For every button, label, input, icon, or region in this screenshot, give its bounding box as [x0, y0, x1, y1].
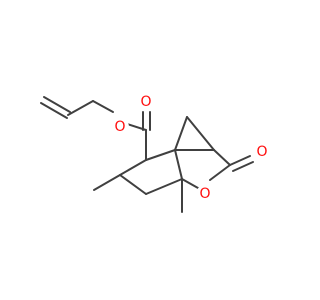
bond-ring-e: [174, 149, 183, 180]
bond-ring-oxygen-a: [181, 178, 199, 189]
bond-ring-b: [145, 149, 176, 161]
bond-vinyl-double-a: [40, 102, 68, 119]
ester-carbonyl-oxygen: O: [137, 93, 155, 111]
ester-ether-oxygen-label: O: [114, 119, 125, 135]
atom-layer: O O O O: [111, 93, 271, 203]
lactone-carbonyl-oxygen-label: O: [256, 144, 267, 160]
ring-oxygen-label: O: [199, 186, 210, 202]
bond-ring-d: [145, 178, 183, 195]
bond-bridge-a: [174, 116, 188, 151]
bond-lactone-double-b: [232, 161, 254, 172]
bond-layer: [40, 96, 254, 213]
ester-ether-oxygen: O: [111, 118, 129, 136]
bond-vinyl-single: [67, 100, 94, 116]
bond-ring-oxygen-b: [209, 164, 231, 181]
bond-lactone-double-a: [229, 155, 251, 166]
bond-lactone-carbon: [213, 149, 231, 166]
bond-allyl-oxygen: [92, 100, 114, 113]
ring-oxygen: O: [196, 185, 214, 203]
bond-vinyl-double-b: [43, 96, 71, 113]
molecule-structure: O O O O: [40, 93, 271, 213]
ester-carbonyl-oxygen-label: O: [140, 94, 151, 110]
bond-ring-a: [119, 159, 147, 176]
bond-methyl-left: [93, 174, 121, 191]
bond-bridge-b: [186, 116, 215, 151]
bond-ring-c: [119, 174, 147, 195]
lactone-carbonyl-oxygen: O: [253, 143, 271, 161]
